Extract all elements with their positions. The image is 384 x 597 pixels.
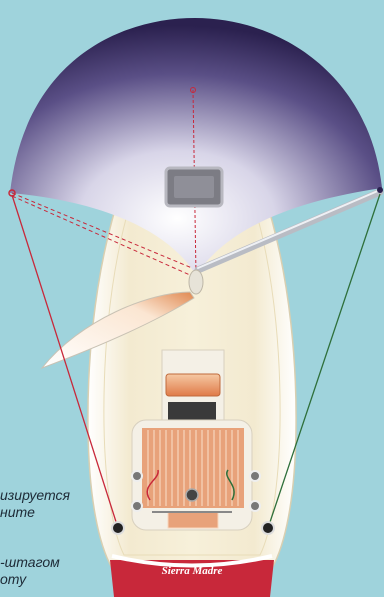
spinnaker [10,18,382,275]
binnacle [186,489,198,501]
caption-line-2: -штагом оту [0,554,60,588]
winch-port-aft [132,501,142,511]
sheet-block-port [112,522,124,534]
cabin-hatch-slide [166,374,220,396]
transom: Sierra Madre [110,556,274,597]
cockpit [132,420,252,530]
spinnaker-clew-starboard [377,187,383,193]
mast [189,270,203,294]
cabin [162,350,224,422]
caption-line-1b: ните [0,504,70,521]
winch-stbd-fwd [250,471,260,481]
caption-line-2a: -штагом [0,554,60,571]
winch-stbd-aft [250,501,260,511]
sheet-block-stbd [262,522,274,534]
caption-line-1a: изируется [0,487,70,504]
companionway [168,402,216,422]
caption-line-1: изируется ните [0,487,70,521]
boat-name: Sierra Madre [162,565,223,577]
helm-seat [168,512,218,528]
caption-line-2b: оту [0,571,60,588]
winch-port-fwd [132,471,142,481]
